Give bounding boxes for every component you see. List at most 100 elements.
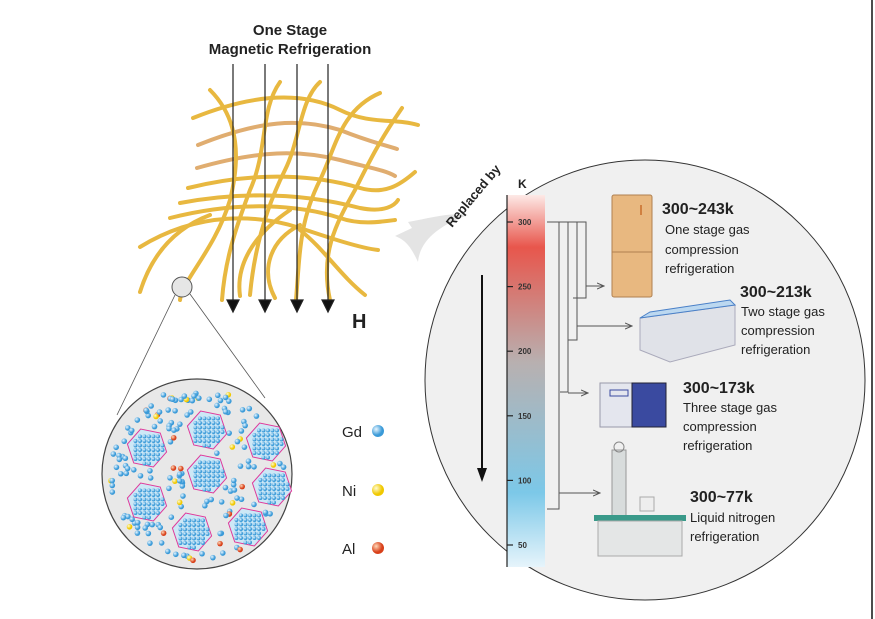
atom-particle <box>277 460 283 467</box>
atom-particle <box>158 540 165 546</box>
atom-particle <box>122 455 129 462</box>
atom-particle <box>178 503 185 510</box>
atom-particle <box>123 470 130 477</box>
gd-cluster <box>171 512 213 552</box>
method-range: 300~243k <box>662 201 734 218</box>
atom-particle <box>148 403 154 409</box>
method-desc: refrigeration <box>741 342 810 357</box>
method-range: 300~173k <box>683 380 755 397</box>
atom-particle <box>230 481 237 488</box>
atom-particle <box>147 540 153 546</box>
atom-particle <box>246 405 253 412</box>
atom-particle <box>181 393 188 399</box>
atom-particle <box>184 412 190 418</box>
atom-particle <box>237 546 243 553</box>
atom-particle <box>267 510 273 517</box>
atom-particle <box>130 466 137 473</box>
atom-particle <box>176 471 183 478</box>
atom-particle <box>147 467 153 474</box>
legend-label-al: Al <box>342 541 355 558</box>
atom-particle <box>202 502 208 509</box>
atom-particle <box>170 465 177 471</box>
atom-particle <box>177 421 183 427</box>
method-4: 300~77k Liquid nitrogen refrigeration <box>690 489 775 544</box>
atom-particle <box>113 444 119 451</box>
atom-particle <box>245 463 252 470</box>
atom-particle <box>222 484 229 491</box>
method-desc: One stage gas <box>665 222 750 237</box>
chest-freezer-icon <box>639 299 737 363</box>
replace-arrow-icon <box>395 214 468 262</box>
method-desc: refrigeration <box>665 261 734 276</box>
atom-particle <box>169 396 176 403</box>
atom-particle <box>170 434 177 441</box>
atom-particle <box>124 465 131 472</box>
gd-ball-icon <box>372 425 384 437</box>
atom-particle <box>262 509 269 516</box>
atom-particle <box>270 462 277 468</box>
method-3: 300~173k Three stage gas compression ref… <box>683 380 777 453</box>
atom-particle <box>143 407 150 414</box>
atom-particle <box>222 394 229 401</box>
atom-particle <box>242 422 248 429</box>
zoom-line-left <box>116 294 176 416</box>
atom-particle <box>142 525 149 531</box>
atom-particle <box>234 438 241 445</box>
atom-particle <box>180 493 186 499</box>
atom-particle <box>173 551 179 558</box>
atom-particle <box>214 402 220 409</box>
atom-particle <box>234 495 240 501</box>
atom-particle <box>245 458 252 464</box>
atom-particle <box>177 465 184 472</box>
scale-tick-label: 150 <box>518 412 532 421</box>
atom-particle <box>217 397 224 404</box>
atom-particle <box>128 427 135 434</box>
atom-particle <box>231 487 238 493</box>
atom-particle <box>151 423 158 430</box>
atom-particle <box>229 444 236 450</box>
atom-particle <box>156 409 163 415</box>
atom-particle <box>217 530 223 537</box>
legend-label-ni: Ni <box>342 483 356 500</box>
atom-particle <box>113 464 120 471</box>
gd-cluster <box>227 507 269 547</box>
atom-particle <box>280 464 287 470</box>
atom-particle <box>251 464 257 470</box>
ni-ball-icon <box>372 484 384 496</box>
gd-cluster <box>126 482 168 522</box>
cooling-arrowhead-icon <box>477 468 487 482</box>
atom-particle <box>168 514 175 520</box>
method-desc: refrigeration <box>683 438 752 453</box>
gd-cluster <box>186 454 228 494</box>
atom-particle <box>110 451 117 457</box>
atom-particle <box>166 485 172 492</box>
field-label-h: H <box>352 311 366 333</box>
atom-particle <box>176 499 183 506</box>
method-2: 300~213k Two stage gas compression refri… <box>740 284 825 357</box>
atom-particle <box>167 438 174 445</box>
atom-particle <box>109 477 116 484</box>
microstructure-particles <box>107 390 293 564</box>
refrigerator-icon <box>611 194 653 298</box>
legend: Gd Ni Al <box>342 424 384 558</box>
atom-particle <box>134 519 141 526</box>
scale-tick-label: 250 <box>518 283 532 292</box>
atom-particle <box>121 438 128 445</box>
method-desc: Two stage gas <box>741 304 825 319</box>
atom-particle <box>206 396 213 403</box>
atom-particle <box>134 524 141 531</box>
scale-tick-label: 300 <box>518 218 532 227</box>
title-line2: Magnetic Refrigeration <box>209 41 372 58</box>
atom-particle <box>124 425 131 431</box>
gd-cluster <box>251 467 293 507</box>
atom-particle <box>166 425 172 432</box>
method-desc: compression <box>665 242 739 257</box>
atom-particle <box>220 550 226 556</box>
atom-particle <box>157 524 164 531</box>
atom-particle <box>109 489 116 495</box>
atom-particle <box>231 477 237 484</box>
atom-particle <box>239 483 245 490</box>
method-desc: refrigeration <box>690 529 759 544</box>
atom-particle <box>125 513 131 520</box>
